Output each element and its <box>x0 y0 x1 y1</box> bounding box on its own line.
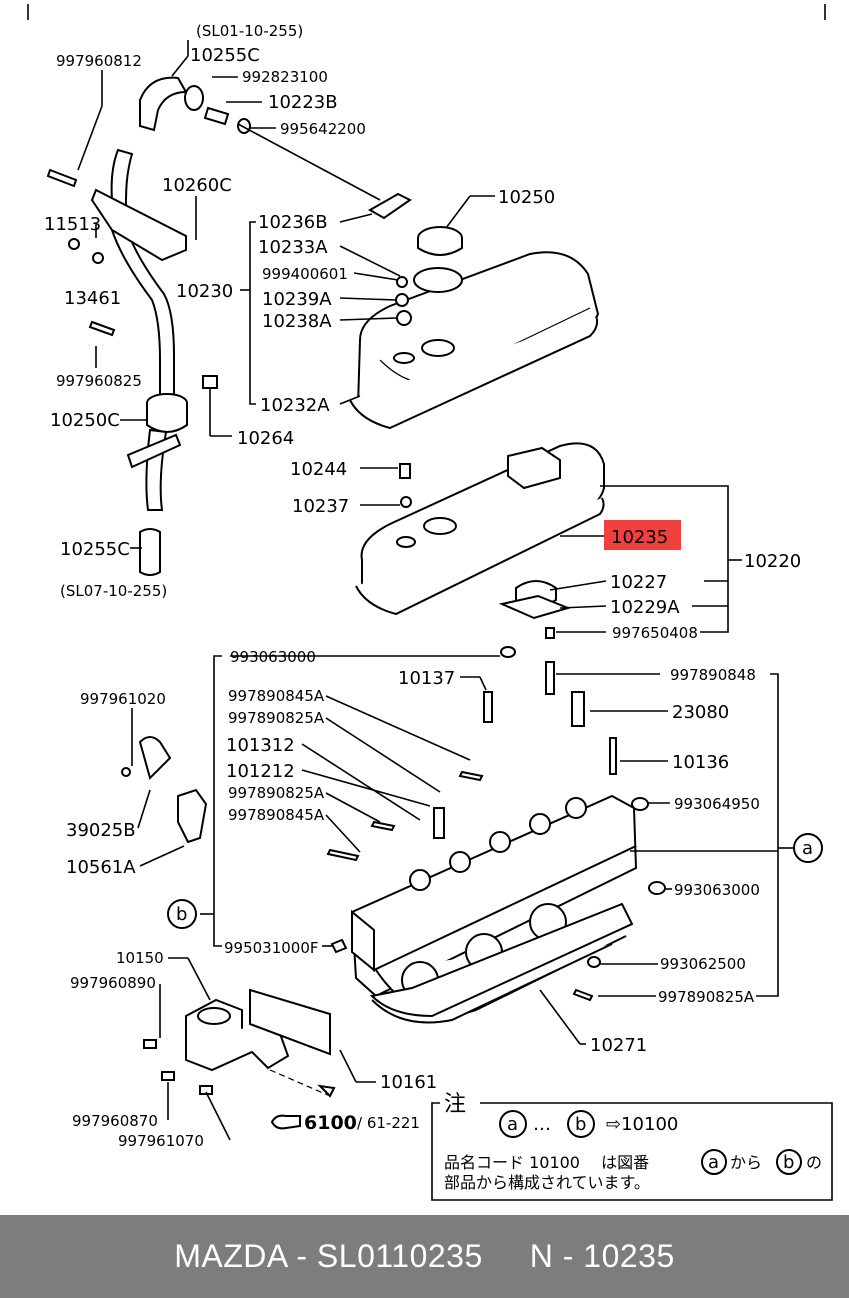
label-sl07: (SL07-10-255) <box>60 582 167 600</box>
label-10235: 10235 <box>611 527 668 548</box>
label-23080: 23080 <box>672 702 729 723</box>
label-997960825: 997960825 <box>56 372 142 390</box>
label-sl01: (SL01-10-255) <box>196 22 303 40</box>
label-997890845A: 997890845A <box>228 687 325 705</box>
corner-marks <box>27 4 826 20</box>
label-997890845A-2: 997890845A <box>228 806 325 824</box>
note-dots: … <box>533 1114 551 1135</box>
label-997960890: 997960890 <box>70 974 156 992</box>
label-10232A: 10232A <box>260 395 330 416</box>
label-10150: 10150 <box>116 949 164 967</box>
label-10260C: 10260C <box>162 175 232 196</box>
note-b: b <box>575 1114 586 1135</box>
label-101312: 101312 <box>226 735 295 756</box>
note-box: 注 a … b ⇨10100 品名コード 10100 は図番 a から b の … <box>431 1092 833 1201</box>
part-labels: (SL01-10-255) 10255C 997960812 992823100… <box>44 22 823 1150</box>
callout-b-circle <box>167 899 197 929</box>
callout-a-circle <box>793 833 823 863</box>
label-10236B: 10236B <box>258 212 328 233</box>
footer-gap <box>483 1238 530 1275</box>
label-10227: 10227 <box>610 572 667 593</box>
label-10244: 10244 <box>290 459 347 480</box>
label-10238A: 10238A <box>262 311 332 332</box>
pointing-hand-icon <box>270 1114 301 1130</box>
label-11513: 11513 <box>44 214 101 235</box>
label-993063000-2: 993063000 <box>674 881 760 899</box>
note-line2-mid: から <box>730 1153 762 1172</box>
label-10161: 10161 <box>380 1072 437 1093</box>
label-997960870: 997960870 <box>72 1112 158 1130</box>
note-line3: 部品から構成されています。 <box>444 1173 650 1192</box>
note-line2-post: の <box>806 1153 822 1172</box>
ref-6100: 6100 <box>304 1112 357 1134</box>
label-997890825A-3: 997890825A <box>658 988 755 1006</box>
note-arrow-target: ⇨10100 <box>606 1114 678 1135</box>
cylinder-head <box>121 646 794 1141</box>
label-10264: 10264 <box>237 428 294 449</box>
footer-part: N - 10235 <box>529 1238 675 1274</box>
label-993062500: 993062500 <box>660 955 746 973</box>
footer-bar: MAZDA - SL0110235 N - 10235 <box>0 1215 849 1298</box>
label-997890825A: 997890825A <box>228 709 325 727</box>
note-line2-pre: 品名コード 10100 は図番 <box>444 1153 649 1172</box>
label-10255C-lower: 10255C <box>60 539 130 560</box>
callout-b: b <box>176 904 187 925</box>
label-10136: 10136 <box>672 752 729 773</box>
label-13461: 13461 <box>64 288 121 309</box>
svg-text:b: b <box>783 1152 794 1173</box>
label-10233A: 10233A <box>258 237 328 258</box>
label-997961070: 997961070 <box>118 1132 204 1150</box>
label-993064950: 993064950 <box>674 795 760 813</box>
label-995642200: 995642200 <box>280 120 366 138</box>
label-10230: 10230 <box>176 281 233 302</box>
label-39025B: 39025B <box>66 820 136 841</box>
label-101212: 101212 <box>226 761 295 782</box>
label-999400601: 999400601 <box>262 265 348 283</box>
label-10255C: 10255C <box>190 45 260 66</box>
label-10271: 10271 <box>590 1035 647 1056</box>
head-cover-upper <box>237 123 600 430</box>
label-997650408: 997650408 <box>612 624 698 642</box>
label-10239A: 10239A <box>262 289 332 310</box>
label-997890825A-2: 997890825A <box>228 784 325 802</box>
label-997890848: 997890848 <box>670 666 756 684</box>
label-993063000: 993063000 <box>230 648 316 666</box>
svg-text:a: a <box>708 1152 719 1173</box>
label-992823100: 992823100 <box>242 68 328 86</box>
label-997960812: 997960812 <box>56 52 142 70</box>
callout-a: a <box>802 838 813 859</box>
label-10220: 10220 <box>744 551 801 572</box>
label-995031000F: 995031000F <box>224 939 319 957</box>
ref-61221: / 61-221 <box>357 1114 420 1132</box>
note-heading: 注 <box>444 1092 466 1117</box>
label-10229A: 10229A <box>610 597 680 618</box>
label-10223B: 10223B <box>268 92 338 113</box>
label-997961020: 997961020 <box>80 690 166 708</box>
head-cover-lower <box>355 442 742 639</box>
parts-diagram: (SL01-10-255) 10255C 997960812 992823100… <box>27 4 833 1201</box>
label-10250C: 10250C <box>50 410 120 431</box>
label-10561A: 10561A <box>66 857 136 878</box>
label-10237: 10237 <box>292 496 349 517</box>
footer-brand: MAZDA - SL0110235 <box>174 1238 483 1274</box>
note-a: a <box>507 1114 518 1135</box>
label-10250: 10250 <box>498 187 555 208</box>
highlight-10235 <box>604 520 681 550</box>
label-10137: 10137 <box>398 668 455 689</box>
breather-pipe-group <box>46 40 276 576</box>
